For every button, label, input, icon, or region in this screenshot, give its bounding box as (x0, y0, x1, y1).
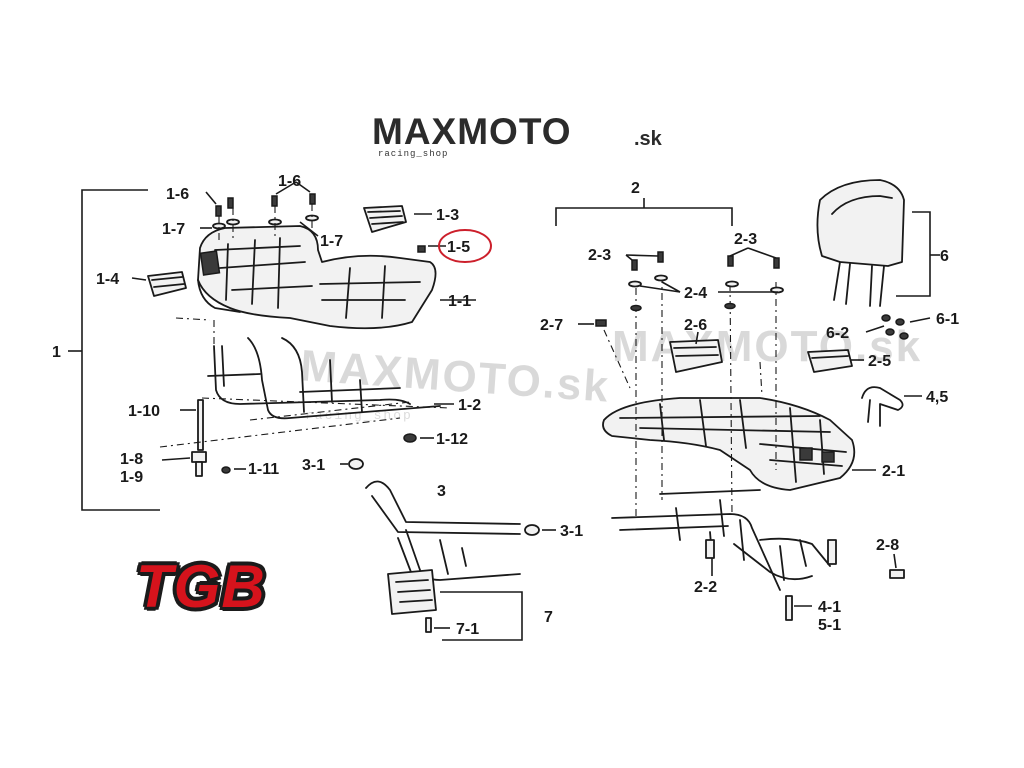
label-2-5: 2-5 (868, 353, 891, 370)
label-2-1: 2-1 (882, 463, 905, 480)
label-1-7-left: 1-7 (162, 221, 185, 238)
tgb-wordmark: TGB (136, 553, 266, 620)
label-1-4: 1-4 (96, 271, 119, 288)
label-4-5: 4,5 (926, 389, 948, 406)
logo-tld: .sk (634, 128, 662, 150)
label-1-9: 1-9 (120, 469, 143, 486)
leader-lines (131, 181, 931, 629)
logo-wordmark: MAXMOTO (372, 111, 572, 152)
watermark-tagline: racing_shop (305, 408, 413, 423)
label-2-4: 2-4 (684, 285, 707, 302)
label-2-7: 2-7 (540, 317, 563, 334)
label-3-1-top: 3-1 (302, 457, 325, 474)
label-6-2: 6-2 (826, 325, 849, 342)
logo-tagline: racing_shop (378, 149, 449, 159)
highlight-circle (438, 229, 492, 263)
hook-group (785, 386, 904, 621)
label-2-3-right: 2-3 (734, 231, 757, 248)
label-6-1: 6-1 (936, 311, 959, 328)
front-rack-group (68, 189, 451, 511)
label-1-1: 1-1 (448, 293, 471, 310)
label-4-1: 4-1 (818, 599, 841, 616)
tgb-logo: TGB (122, 548, 330, 632)
label-1-5: 1-5 (447, 239, 470, 256)
label-1-8: 1-8 (120, 451, 143, 468)
label-1: 1 (52, 344, 61, 361)
label-1-2: 1-2 (458, 397, 481, 414)
label-2: 2 (631, 180, 640, 197)
label-1-7-right: 1-7 (320, 233, 343, 250)
label-1-10: 1-10 (128, 403, 160, 420)
label-1-3: 1-3 (436, 207, 459, 224)
backrest-group (816, 179, 940, 340)
label-2-8: 2-8 (876, 537, 899, 554)
label-3: 3 (437, 483, 446, 500)
maxmoto-logo: MAXMOTO .sk racing_shop (372, 112, 682, 160)
bumper-group (348, 458, 540, 641)
label-2-6: 2-6 (684, 317, 707, 334)
label-3-1-bottom: 3-1 (560, 523, 583, 540)
label-1-6-right: 1-6 (278, 173, 301, 190)
label-7: 7 (544, 609, 553, 626)
label-1-6-left: 1-6 (166, 186, 189, 203)
label-7-1: 7-1 (456, 621, 479, 638)
label-1-12: 1-12 (436, 431, 468, 448)
label-1-11: 1-11 (248, 461, 279, 478)
label-2-2: 2-2 (694, 579, 717, 596)
label-5-1: 5-1 (818, 617, 841, 634)
label-6: 6 (940, 248, 949, 265)
callout-labels: 1 1-1 1-2 1-3 1-4 1-5 1-6 1-6 1-7 1-7 1-… (52, 173, 959, 638)
watermark-right: MAXMOTO.sk (612, 322, 923, 371)
label-2-3-left: 2-3 (588, 247, 611, 264)
rear-rack-group (555, 198, 905, 591)
